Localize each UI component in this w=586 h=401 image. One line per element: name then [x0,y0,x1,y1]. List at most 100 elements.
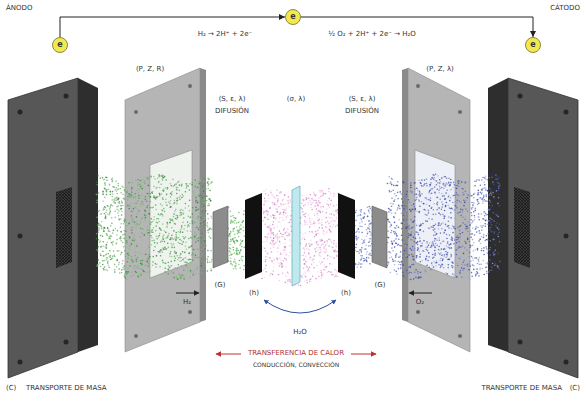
gas-particle [162,179,164,181]
gas-particle [128,248,130,250]
gas-particle [203,247,205,249]
gas-particle [279,266,281,268]
gas-particle [152,231,154,233]
gas-particle [108,238,110,240]
gas-particle [140,228,142,230]
gas-particle [128,255,130,257]
gas-particle [264,211,266,213]
gas-particle [316,247,318,249]
gas-particle [322,243,324,245]
gas-particle [162,198,164,200]
gas-particle [303,274,305,276]
gasket-plate [408,68,470,352]
gas-particle [277,209,279,211]
gas-particle [129,265,131,267]
gas-particle [288,206,290,208]
gas-particle [159,187,161,189]
gas-particle [368,241,370,243]
gas-particle [314,225,316,227]
gas-particle [321,239,323,241]
gas-particle [116,239,118,241]
gas-particle [309,217,311,219]
gas-particle [244,235,246,237]
gas-particle [283,212,285,214]
gas-particle [167,236,169,238]
gas-particle [327,258,329,260]
gas-particle [273,243,275,245]
gas-particle [144,183,146,185]
gas-particle [139,220,141,222]
gas-particle [96,238,98,240]
gas-particle [144,220,146,222]
gas-particle [182,232,184,234]
gas-particle [120,238,122,240]
gas-particle [211,181,213,183]
gas-particle [149,207,151,209]
gas-particle [192,216,194,218]
gas-particle [129,223,131,225]
gas-particle [113,230,115,232]
gas-particle [136,245,138,247]
gas-particle [325,248,327,250]
gas-particle [172,179,174,181]
gas-particle [124,219,126,221]
gas-particle [289,239,291,241]
gas-particle [201,254,203,256]
gas-particle [336,270,338,272]
gas-particle [134,234,136,236]
gas-particle [118,264,120,266]
gas-particle [273,217,275,219]
gas-particle [305,273,307,275]
gas-particle [118,185,120,187]
gas-particle [139,184,141,186]
gas-particle [243,214,245,216]
gas-particle [181,184,183,186]
gas-particle [202,234,204,236]
gas-particle [306,197,308,199]
gas-particle [236,252,238,254]
gas-particle [183,238,185,240]
gas-particle [110,194,112,196]
gas-particle [288,203,290,205]
gas-particle [116,197,118,199]
gas-particle [207,270,209,272]
gas-particle [267,253,269,255]
gas-particle [188,205,190,207]
gas-particle [235,263,237,265]
gas-particle [179,199,181,201]
gas-particle [156,238,158,240]
gas-particle [317,205,319,207]
gas-particle [368,210,370,212]
gas-particle [156,264,158,266]
gas-particle [101,226,103,228]
gas-particle [326,240,328,242]
gas-particle [200,223,202,225]
gas-particle [180,265,182,267]
gas-particle [109,184,111,186]
gas-particle [174,252,176,254]
gas-particle [331,213,333,215]
gas-particle [120,218,122,220]
gas-particle [100,255,102,257]
gas-particle [126,191,128,193]
bolt-holes [134,84,462,338]
gas-particle [121,210,123,212]
gas-particle [166,222,168,224]
gas-particle [313,221,315,223]
gas-particle [337,272,339,274]
gas-particle [120,231,122,233]
gas-particle [153,227,155,229]
gas-particle [309,246,311,248]
gas-particle [201,263,203,265]
gas-particle [196,269,198,271]
gas-particle [142,178,144,180]
gas-particle [191,271,193,273]
gas-particle [174,267,176,269]
gas-particle [280,243,282,245]
gas-particle [100,240,102,242]
gas-particle [316,231,318,233]
gas-particle [194,222,196,224]
gas-particle [316,211,318,213]
gas-particle [124,220,126,222]
gas-particle [191,184,193,186]
